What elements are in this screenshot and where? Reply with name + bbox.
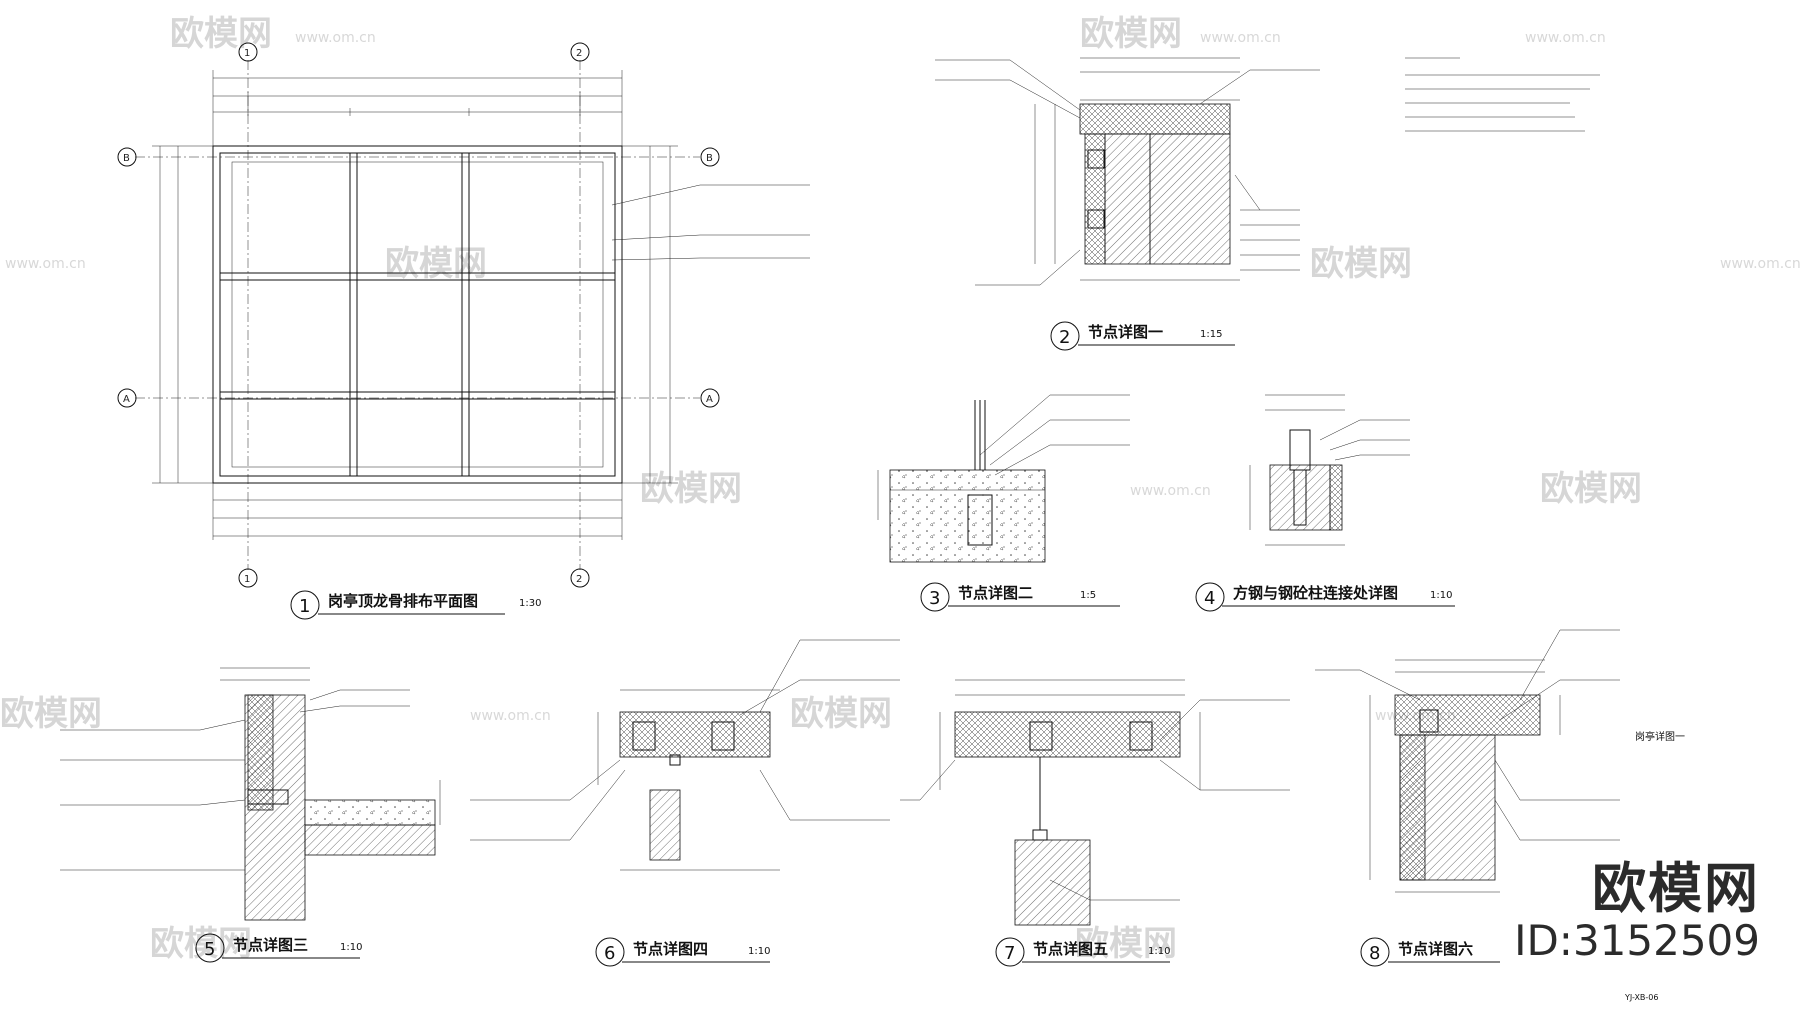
detail-number-bubble: [1360, 937, 1390, 967]
detail-number: 4: [1204, 588, 1215, 609]
detail-title: 方钢与钢砼柱连接处详图: [1233, 584, 1398, 602]
axis-bubble: [117, 147, 137, 167]
detail-scale: 1:10: [1430, 590, 1452, 601]
axis-bubble: [117, 388, 137, 408]
axis-bubble: [570, 42, 590, 62]
axis-label-1-bottom: 1: [244, 574, 250, 585]
detail-number-bubble: [195, 933, 225, 963]
detail-number-bubble: [920, 582, 950, 612]
detail-title: 节点详图五: [1033, 940, 1108, 958]
watermark-logo: 欧模网: [1540, 469, 1642, 509]
axis-label-A-left: A: [123, 394, 130, 405]
watermark-url: www.om.cn: [1200, 30, 1281, 46]
detail-title: 节点详图二: [958, 584, 1033, 602]
watermark-logo: 欧模网: [1075, 924, 1177, 964]
axis-bubble: [570, 568, 590, 588]
detail-number: 3: [929, 588, 940, 609]
watermark-logo: 欧模网: [170, 14, 272, 54]
detail-scale: 1:10: [748, 946, 770, 957]
detail-number-bubble: [995, 937, 1025, 967]
detail-number: 5: [204, 939, 215, 960]
side-label: 岗亭详图一: [1635, 730, 1685, 743]
watermark-logo: 欧模网: [150, 924, 252, 964]
axis-label-2-bottom: 2: [576, 574, 582, 585]
detail-number: 1: [299, 596, 310, 617]
brand-stamp: 欧模网 ID:3152509: [1500, 860, 1760, 964]
detail-title: 节点详图一: [1088, 323, 1163, 341]
detail-6-section: 7 节点详图五 1:10: [900, 679, 1290, 967]
detail-scale: 1:10: [340, 942, 362, 953]
watermark-logo: 欧模网: [0, 694, 102, 734]
axis-label-1-top: 1: [244, 48, 250, 59]
watermark-url: www.om.cn: [1525, 30, 1606, 46]
watermark-logo: 欧模网: [1310, 244, 1412, 284]
watermark-url: www.om.cn: [1720, 256, 1800, 272]
brand-logo: 欧模网: [1592, 857, 1760, 920]
roof-keel-plan: 1 2 1 2 B B A A: [117, 42, 810, 620]
detail-number-bubble: [595, 937, 625, 967]
detail-number-bubble: [1195, 582, 1225, 612]
detail-number: 6: [604, 943, 615, 964]
axis-bubble: [238, 42, 258, 62]
detail-number: 2: [1059, 327, 1070, 348]
plan-title: 岗亭顶龙骨排布平面图: [328, 592, 478, 610]
detail-scale: 1:10: [1148, 946, 1170, 957]
detail-title: 节点详图六: [1398, 940, 1473, 958]
detail-scale: 1:5: [1080, 590, 1096, 601]
watermark-url: www.om.cn: [1130, 483, 1211, 499]
watermark-logo: 欧模网: [790, 694, 892, 734]
axis-bubble: [700, 388, 720, 408]
axis-bubble: [700, 147, 720, 167]
detail-7-section: 岗亭详图一 8 节点详图六: [1315, 629, 1685, 967]
watermark-url: www.om.cn: [470, 708, 551, 724]
brand-id: ID:3152509: [1514, 916, 1760, 965]
axis-label-2-top: 2: [576, 48, 582, 59]
detail-3-steel-column: 4 方钢与钢砼柱连接处详图 1:10: [1195, 394, 1455, 612]
detail-title: 节点详图四: [633, 940, 708, 958]
detail-number: 7: [1004, 943, 1015, 964]
detail-5-section: 6 节点详图四 1:10: [470, 639, 900, 967]
watermark-logo: 欧模网: [1080, 14, 1182, 54]
detail-number-bubble: [1050, 321, 1080, 351]
detail-scale: 1:15: [1200, 329, 1222, 340]
watermark-logo: 欧模网: [640, 469, 742, 509]
axis-label-B-right: B: [706, 153, 713, 164]
detail-number: 8: [1369, 943, 1380, 964]
watermark-url: www.om.cn: [5, 256, 86, 272]
axis-label-B-left: B: [123, 153, 130, 164]
watermark-layer: 欧模网 www.om.cn 欧模网 www.om.cn www.om.cn 欧模…: [0, 14, 1800, 964]
detail-1-section: 2 节点详图一 1:15: [935, 57, 1320, 351]
sheet-code: YJ-XB-06: [1624, 993, 1658, 1002]
general-notes: [1405, 57, 1600, 132]
axis-bubble: [238, 568, 258, 588]
detail-2-section: 3 节点详图二 1:5: [877, 394, 1130, 612]
detail-title: 节点详图三: [233, 936, 308, 954]
detail-4-section: 5 节点详图三 1:10: [60, 667, 441, 963]
watermark-url: www.om.cn: [295, 30, 376, 46]
watermark-logo: 欧模网: [385, 244, 487, 284]
axis-label-A-right: A: [706, 394, 713, 405]
plan-scale: 1:30: [519, 598, 541, 609]
detail-number-bubble: [290, 590, 320, 620]
